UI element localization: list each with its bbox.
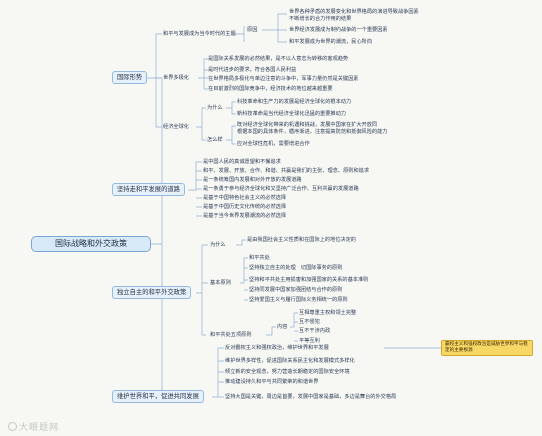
node-glob-how[interactable]: 怎么样 [207,137,223,143]
peace-item-3: 倾立新的安全观念，努力营造长期稳定的国际安全环境 [225,369,350,375]
reason-1: 世界各种矛盾的发展变化和世界格局的演进导致战争因素 [289,9,419,15]
principle-5: 坚持爱国主义与履行国际义务相统一的原则 [249,297,348,303]
glob-how-1: 既对经济全球化带来的机遇和挑战，发展中国家在扩大开放同 [237,122,378,128]
node-basic-principles[interactable]: 基本原则 [210,280,231,286]
node-globalization[interactable]: 经济全球化 [163,124,189,130]
principle-2: 坚持独立自主的处理 切国际事务的原则 [249,265,343,271]
glob-how-2: 应对全球性危机，需要增进合作 [237,141,310,147]
principle-3: 坚持和平共处主用损害和加强国家的关系的基本准则 [249,277,369,283]
path-item-2: 和平、发展、开放、合作、和谐、共赢是我们的主张、理念、原则和追求 [203,168,370,174]
multipolar-3: 在世界格局多极化与单边注意的斗争中，军事力量仍然是关键因素 [208,76,359,82]
watermark: 大眼题网 [8,420,59,433]
branch-independent-policy[interactable]: 独立自主的和平外交政策 [112,286,192,299]
branch-international-situation[interactable]: 国际形势 [112,71,148,84]
principle-1: 和平共处 [249,255,270,261]
branch-peaceful-development[interactable]: 坚持走和平发展的道路 [112,183,185,196]
five-4: 平等互利 [299,338,320,344]
path-item-5: 是基于中国特色社会主义的必然选择 [203,195,287,201]
multipolar-4: 在目前激烈的国际竞争中，经济技术的地位越来越重要 [208,86,333,92]
glob-why-2: 新科技革命是当代经济全球化迅猛的重要推动力 [237,111,346,117]
five-1: 互相尊重主权和领土完整 [299,310,357,316]
multipolar-2: 是时代进步的要求，符合各国人民利益 [208,67,297,73]
node-policy-why[interactable]: 为什么 [210,242,226,248]
node-reason[interactable]: 原因 [247,27,258,33]
reason-1-cont: 不断增长的合力作用的结果 [289,16,352,22]
watermark-text: 大眼题网 [19,423,60,433]
note-hegemony[interactable]: 霸权主义和强权政治是威胁世界和平与稳定的主要根源 [441,340,533,356]
node-glob-why[interactable]: 为什么 [207,105,223,111]
eye-logo-icon [8,422,17,431]
node-content[interactable]: 内容 [277,324,288,330]
policy-why-text: 是由我国社会主义性质和在国际上的地位决定的 [247,237,356,243]
path-item-6: 是基于中国历史文化传统的必然选择 [203,204,287,210]
peace-item-1: 反对霸权主义和强权政治，维护世界和平发展 [225,345,329,351]
path-item-7: 是基于当今世界发展潮流的必然选择 [203,213,287,219]
node-multipolar[interactable]: 世界多极化 [163,75,189,81]
reason-2: 世界经济发展成为制约战争的一个重要因素 [289,27,388,33]
multipolar-1: 是国际关系发展的必然结果，是不以人意志为转移的客观趋势 [208,56,349,62]
root-node[interactable]: 国际战略和外交政策 [31,236,151,252]
node-five-principles[interactable]: 和平共处五项原则 [210,332,252,338]
branch-world-peace[interactable]: 维护世界和平，促进共同发展 [112,390,204,403]
path-item-4: 是一条勇于参与经济全球化和又坚持广泛合作、互利共赢的发展道路 [203,186,359,192]
peace-item-4: 推动建设持久和平与共同繁荣的和谐世界 [225,379,319,385]
glob-why-1: 科技革命和生产力的发展是经济全球化的根本动力 [237,99,352,105]
five-3: 互不干涉内政 [299,328,331,334]
glob-how-1-cont: 根据本国的具体条件，循序渐进，注意提高防范和抵御风险的能力 [237,129,388,135]
path-item-3: 是一条统筹国内发展和对外开放的发展道路 [203,177,302,183]
path-item-1: 是中国人民的真诚愿望和不懈追求 [203,159,281,165]
peace-item-5: 坚持大国是关键，周边是首要，发展中国家是基础，多边是舞台的外交格局 [225,394,397,400]
five-2: 互不侵犯 [299,319,320,325]
node-peace-theme[interactable]: 和平与发展成为当今时代的主题 [163,31,236,37]
reason-3: 和平发展成为世界的潮流，民心所向 [289,39,373,45]
peace-item-2: 维护世界多样性，促进国际关系民主化和发展模式多样化 [225,358,355,364]
principle-4: 坚持同发展中国家加强团结与合作的原则 [249,287,343,293]
